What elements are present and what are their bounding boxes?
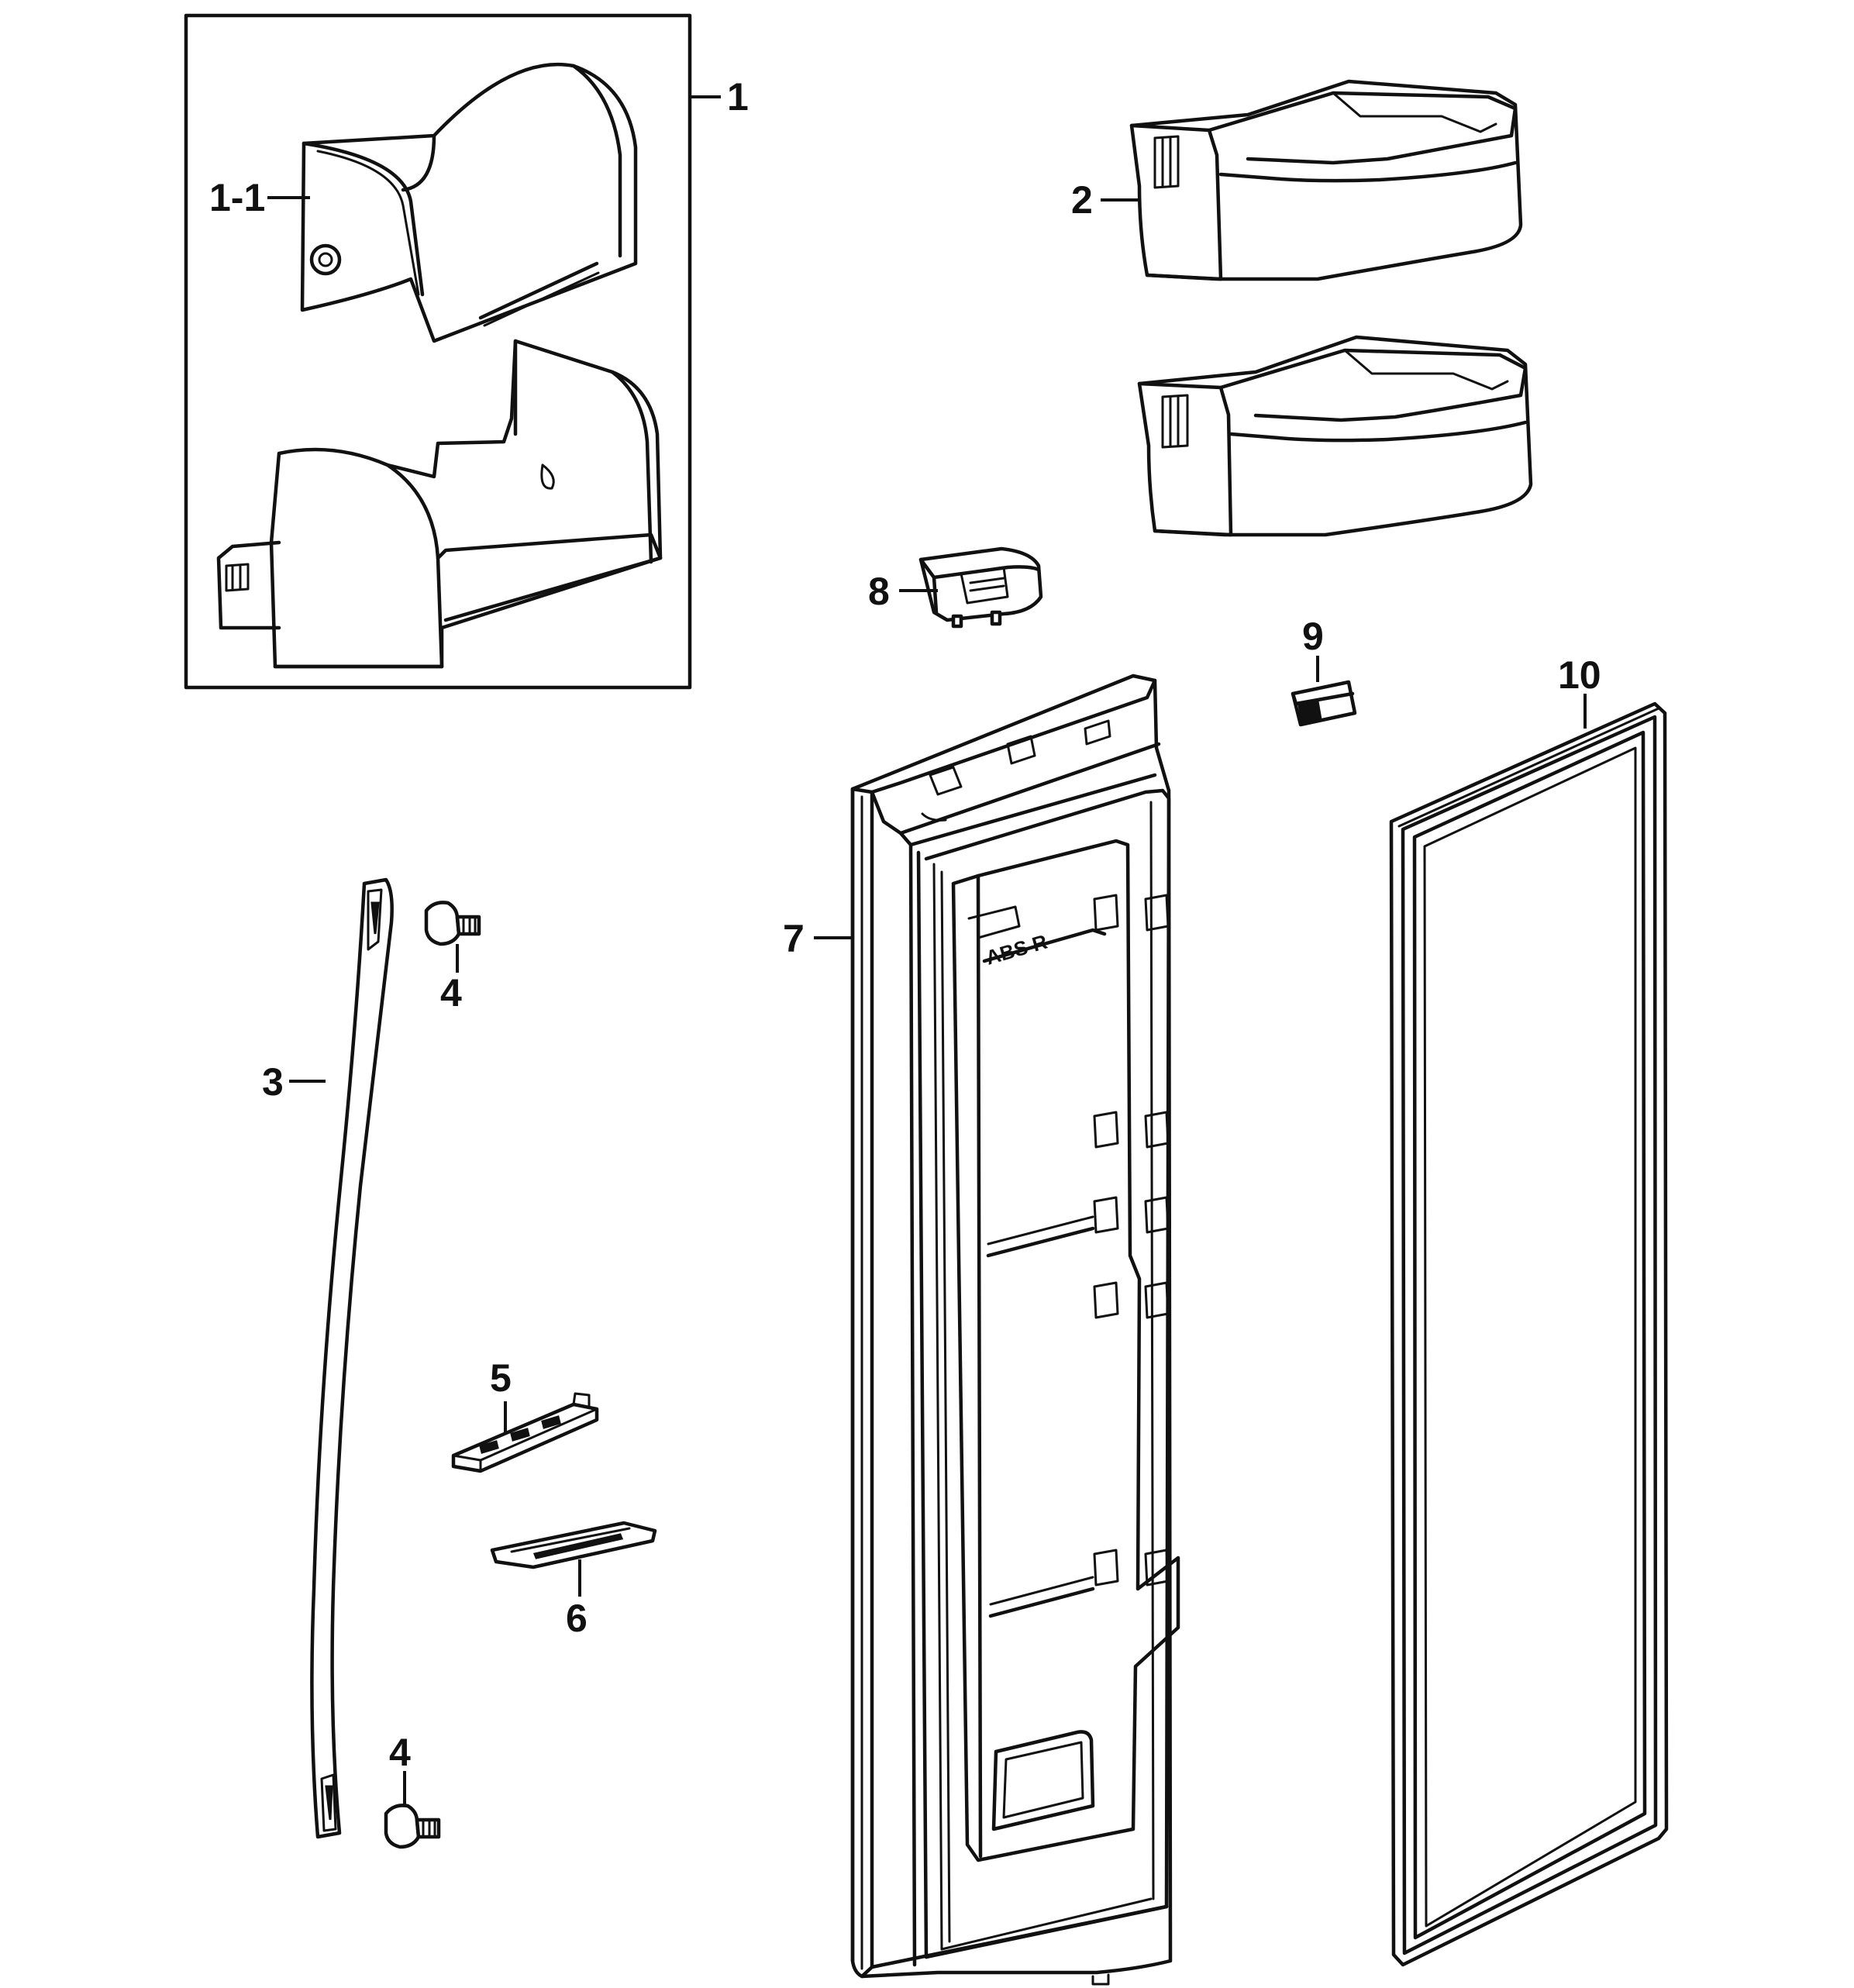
part-6-trim: 6 <box>490 1521 657 1640</box>
callout-9: 9 <box>1302 615 1324 658</box>
callout-5: 5 <box>490 1356 512 1400</box>
callout-6: 6 <box>566 1597 588 1640</box>
part-4-handle-screw-upper: 4 <box>424 901 481 1015</box>
callout-4-upper: 4 <box>440 971 462 1015</box>
callout-1-1: 1-1 <box>209 176 265 219</box>
part-1-1-dairy-cover <box>300 62 638 343</box>
callout-1: 1 <box>727 75 749 119</box>
part-1-dairy-compartment-assembly: 1 1-1 <box>184 13 749 690</box>
callout-7: 7 <box>783 917 805 960</box>
part-1-dairy-bin <box>216 339 663 669</box>
part-5-plate: 5 <box>451 1356 599 1473</box>
part-2-door-guard-bin-upper <box>1129 79 1523 281</box>
part-2-door-guard-bin-lower <box>1137 335 1533 537</box>
part-3-door-handle: 3 <box>262 877 394 1839</box>
part-2-door-guard-bins: 2 <box>1071 79 1533 537</box>
part-4-handle-screw-lower: 4 <box>384 1731 441 1849</box>
callout-2: 2 <box>1071 178 1093 222</box>
callout-3: 3 <box>262 1060 284 1104</box>
callout-8: 8 <box>868 570 890 613</box>
part-7-door-assembly: ABS R 7 <box>783 674 1180 1986</box>
part-9-stopper: 9 <box>1291 615 1357 727</box>
part-10-door-gasket: 10 <box>1389 653 1669 1967</box>
callout-4-lower: 4 <box>389 1731 411 1774</box>
part-1-kit-frame <box>184 13 692 690</box>
part-8-holder: 8 <box>868 546 1043 629</box>
callout-10: 10 <box>1558 653 1601 697</box>
